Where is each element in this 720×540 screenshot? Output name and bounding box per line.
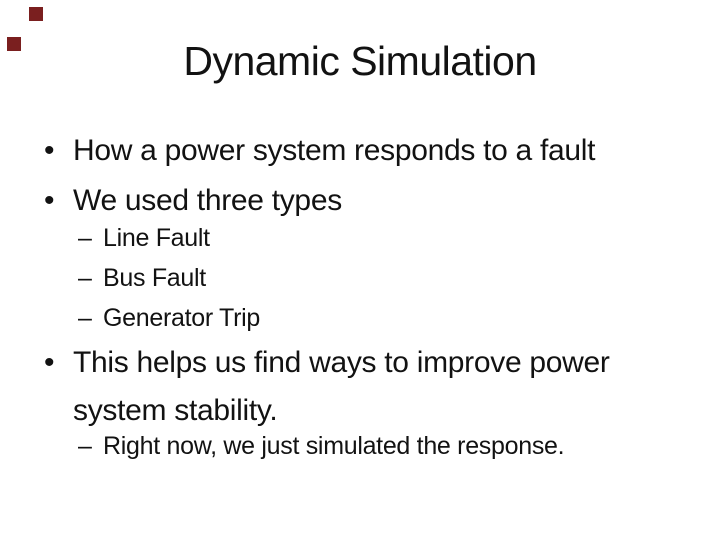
sub-bullet-item: – Bus Fault bbox=[78, 262, 206, 294]
sub-bullet-item: – Line Fault bbox=[78, 222, 210, 254]
bullet-item: • How a power system responds to a fault bbox=[44, 131, 595, 171]
bullet-text: How a power system responds to a fault bbox=[73, 134, 596, 167]
corner-decoration-square-top bbox=[29, 7, 43, 21]
bullet-dot-icon: • bbox=[44, 134, 55, 167]
dash-marker-icon: – bbox=[78, 432, 92, 460]
bullet-text: This helps us find ways to improve power… bbox=[73, 346, 610, 427]
dash-marker-icon: – bbox=[78, 304, 92, 332]
sub-bullet-text: Right now, we just simulated the respons… bbox=[103, 432, 565, 460]
sub-bullet-item: – Right now, we just simulated the respo… bbox=[78, 430, 565, 462]
slide-title: Dynamic Simulation bbox=[183, 38, 537, 84]
bullet-text: We used three types bbox=[73, 184, 342, 217]
bullet-item: • This helps us find ways to improve pow… bbox=[44, 339, 633, 435]
corner-decoration-square-left bbox=[7, 37, 21, 51]
sub-bullet-text: Bus Fault bbox=[103, 264, 206, 292]
bullet-dot-icon: • bbox=[44, 346, 55, 379]
sub-bullet-item: – Generator Trip bbox=[78, 302, 260, 334]
bullet-dot-icon: • bbox=[44, 184, 55, 217]
sub-bullet-text: Generator Trip bbox=[103, 304, 260, 332]
dash-marker-icon: – bbox=[78, 264, 92, 292]
bullet-item: • We used three types bbox=[44, 181, 342, 221]
dash-marker-icon: – bbox=[78, 224, 92, 252]
sub-bullet-text: Line Fault bbox=[103, 224, 210, 252]
